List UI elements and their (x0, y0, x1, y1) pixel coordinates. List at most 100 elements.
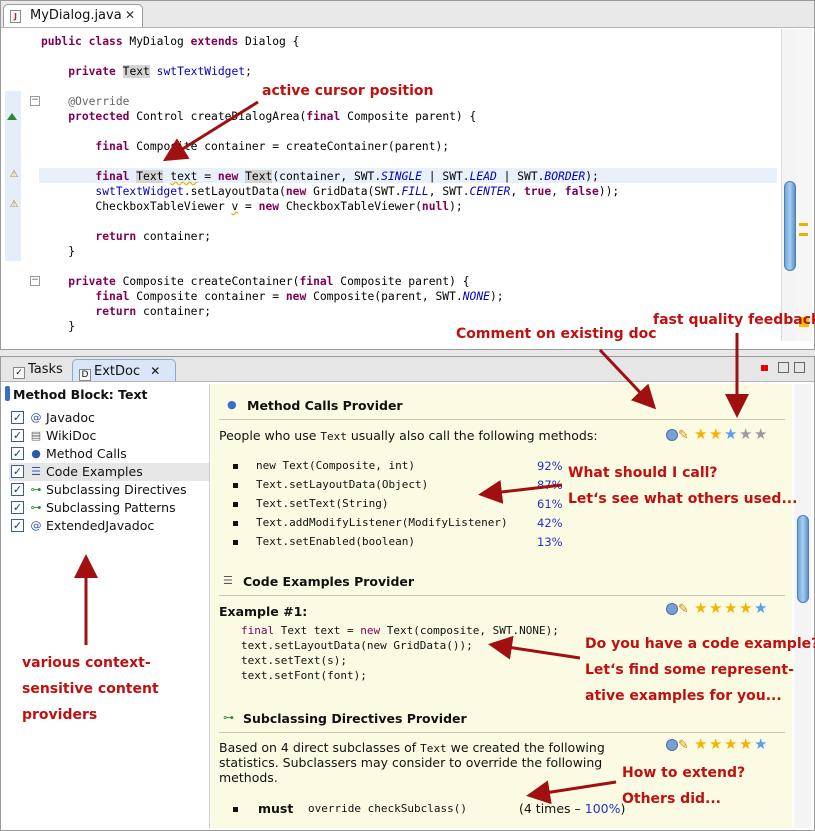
callout-cursor: active cursor position (262, 83, 434, 99)
fold-icon[interactable]: − (30, 95, 40, 106)
bullet (233, 521, 238, 526)
method-name[interactable]: new Text(Composite, int) (256, 459, 415, 472)
close-icon[interactable]: ✕ (150, 364, 161, 378)
extdoc-icon: D (79, 369, 91, 381)
tree-item-label: Method Calls (46, 446, 127, 461)
method-name[interactable]: Text.addModifyListener(ModifyListener) (256, 516, 508, 529)
rating-widget[interactable]: ✎ ★ ★ ★ ★ ★ (666, 735, 786, 754)
java-file-icon: J (10, 10, 21, 23)
star-icon[interactable]: ★ (754, 425, 768, 443)
editor-tab[interactable]: J MyDialog.java ✕ (3, 4, 143, 27)
code-line: } (41, 320, 76, 333)
star-icon[interactable]: ★ (739, 735, 753, 753)
star-icon[interactable]: ★ (724, 735, 738, 753)
pencil-icon[interactable]: ✎ (678, 738, 689, 753)
checkbox[interactable]: ✓ (11, 465, 24, 478)
warning-marker[interactable] (799, 233, 808, 236)
directive-text[interactable]: override checkSubclass() (308, 802, 467, 815)
hierarchy-icon: ⊶ (30, 483, 42, 496)
divider (219, 419, 785, 420)
method-name[interactable]: Text.setEnabled(boolean) (256, 535, 415, 548)
star-icon[interactable]: ★ (724, 599, 738, 617)
checkbox[interactable]: ✓ (11, 411, 24, 424)
warning-icon[interactable]: ⚠ (9, 199, 19, 210)
star-icon[interactable]: ★ (709, 599, 723, 617)
star-icon[interactable]: ★ (694, 735, 708, 753)
checkbox[interactable]: ✓ (11, 483, 24, 496)
tree-item-subclassing-patterns[interactable]: ✓⊶Subclassing Patterns (9, 499, 209, 517)
bullet (233, 502, 238, 507)
star-icon[interactable]: ★ (754, 735, 768, 753)
star-icon[interactable]: ★ (694, 425, 708, 443)
callout-providers-2: sensitive content (22, 681, 159, 697)
example-code-line: text.setLayoutData(new GridData()); (241, 639, 473, 652)
section-title: Subclassing Directives Provider (243, 711, 467, 726)
editor-scroll-thumb[interactable] (784, 181, 796, 271)
tree-item-label: WikiDoc (46, 428, 97, 443)
maximize-icon[interactable] (794, 362, 805, 373)
star-icon[interactable]: ★ (739, 425, 753, 443)
method-name[interactable]: Text.setLayoutData(Object) (256, 478, 429, 491)
star-icon[interactable]: ★ (724, 425, 738, 443)
tree-item-javadoc[interactable]: ✓@Javadoc (9, 409, 209, 427)
callout-extend-2: Others did... (622, 791, 721, 807)
checkbox[interactable]: ✓ (11, 447, 24, 460)
method-name[interactable]: Text.setText(String) (256, 497, 389, 510)
tab-label: Tasks (28, 362, 63, 377)
minimize-icon[interactable] (761, 365, 768, 371)
tree-item-extended-javadoc[interactable]: ✓@ExtendedJavadoc (9, 517, 209, 535)
rating-widget[interactable]: ✎ ★ ★ ★ ★ ★ (666, 425, 786, 444)
content-vertical-scrollbar[interactable] (794, 384, 811, 828)
restore-icon[interactable] (778, 362, 789, 373)
code-line: swtTextWidget.setLayoutData(new GridData… (95, 185, 620, 198)
code-line: public class MyDialog extends Dialog { (41, 35, 300, 48)
code-line: return container; (95, 305, 212, 318)
tree-item-wikidoc[interactable]: ✓▤WikiDoc (9, 427, 209, 445)
provider-tree[interactable]: Method Block: Text ✓@Javadoc ✓▤WikiDoc ✓… (5, 384, 210, 828)
comment-icon[interactable] (666, 603, 678, 615)
dot-icon: ● (227, 398, 237, 411)
dot-icon: ● (31, 447, 41, 460)
change-ruler (5, 91, 21, 261)
star-icon[interactable]: ★ (754, 599, 768, 617)
star-icon[interactable]: ★ (694, 599, 708, 617)
pencil-icon[interactable]: ✎ (678, 602, 689, 617)
tab-tasks[interactable]: ✓Tasks (7, 359, 69, 381)
comment-icon[interactable] (666, 429, 678, 441)
extdoc-content[interactable]: ● Method Calls Provider People who use T… (211, 384, 792, 828)
content-scroll-thumb[interactable] (797, 515, 809, 603)
overview-ruler[interactable] (796, 29, 812, 341)
checkbox[interactable]: ✓ (11, 429, 24, 442)
comment-icon[interactable] (666, 739, 678, 751)
warning-marker[interactable] (799, 223, 808, 226)
editor-tab-label: MyDialog.java (30, 8, 122, 23)
code-line: final Composite container = new Composit… (95, 290, 504, 303)
directive-kind: must (258, 801, 294, 816)
warning-summary-icon[interactable] (799, 317, 809, 327)
override-marker-icon (7, 113, 17, 120)
section-title: Method Calls Provider (247, 398, 403, 413)
star-icon[interactable]: ★ (709, 425, 723, 443)
tree-item-code-examples[interactable]: ✓ ☰ Code Examples (9, 463, 209, 481)
rating-widget[interactable]: ✎ ★ ★ ★ ★ ★ (666, 599, 786, 618)
tree-item-label: Subclassing Directives (46, 482, 187, 497)
tree-item-label: Code Examples (46, 464, 143, 479)
tree-item-subclassing-directives[interactable]: ✓ ⊶ Subclassing Directives (9, 481, 209, 499)
checkbox[interactable]: ✓ (11, 519, 24, 532)
code-line: private Text swtTextWidget; (68, 65, 252, 78)
pencil-icon[interactable]: ✎ (678, 428, 689, 443)
tree-item-method-calls[interactable]: ✓ ● Method Calls (9, 445, 209, 463)
code-line: final Text text = new Text(container, SW… (95, 170, 599, 183)
editor-vertical-scrollbar[interactable] (781, 29, 796, 341)
fold-icon[interactable]: − (30, 275, 40, 286)
java-editor[interactable]: J MyDialog.java ✕ ⚠ ⚠ − − public class M… (0, 0, 815, 350)
close-icon[interactable]: ✕ (125, 8, 136, 22)
list-icon: ☰ (31, 465, 41, 478)
star-icon[interactable]: ★ (739, 599, 753, 617)
code-line: private Composite createContainer(final … (68, 275, 470, 288)
warning-icon[interactable]: ⚠ (9, 169, 19, 180)
star-icon[interactable]: ★ (709, 735, 723, 753)
callout-example-2: Let‘s find some represent- (585, 662, 794, 678)
checkbox[interactable]: ✓ (11, 501, 24, 514)
